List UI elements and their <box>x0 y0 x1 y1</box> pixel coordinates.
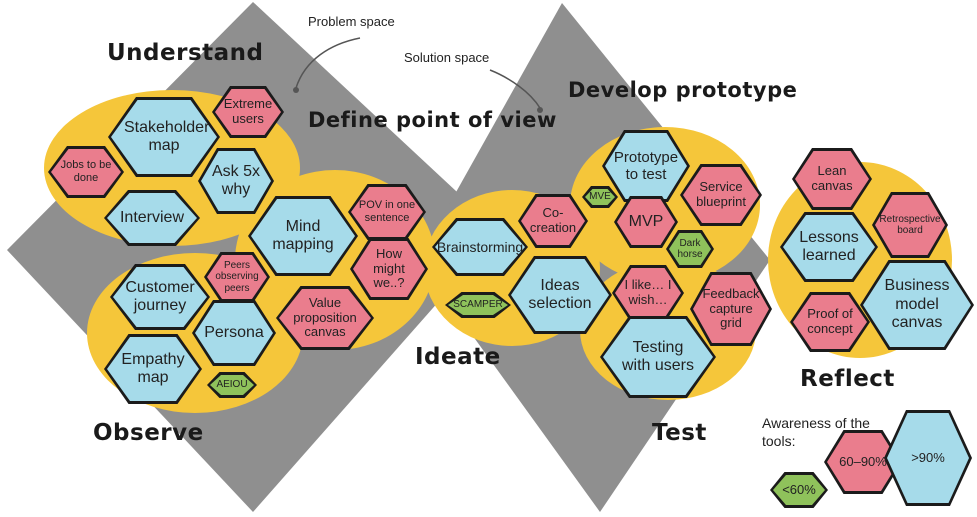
tool-scamper: SCAMPER <box>445 292 511 318</box>
phase-ideate: Ideate <box>415 344 501 370</box>
tool-mind-mapping: Mind mapping <box>248 196 358 276</box>
tool-feedback-grid: Feedback capture grid <box>690 272 772 346</box>
solution-space-pointer <box>489 69 541 109</box>
tool-peers-observing: Peers observing peers <box>204 252 270 302</box>
tool-lessons-learned: Lessons learned <box>780 212 878 282</box>
problem-space-pointer <box>295 37 361 89</box>
tool-jobs-to-be-done: Jobs to be done <box>48 146 124 198</box>
legend-title: Awareness of the tools: <box>762 415 870 450</box>
legend-high: >90% <box>884 410 972 506</box>
tool-dark-horse: Dark horse <box>666 230 714 268</box>
tool-co-creation: Co-creation <box>518 194 588 248</box>
phase-test: Test <box>652 420 707 446</box>
tool-prototype-to-test: Prototype to test <box>602 130 690 202</box>
tool-brainstorming: Brainstorming <box>432 218 528 276</box>
tool-business-model-canvas: Business model canvas <box>860 260 974 350</box>
legend-low: <60% <box>770 472 828 508</box>
phase-prototype: Develop prototype <box>568 78 798 102</box>
solution-space-label: Solution space <box>404 50 490 65</box>
tool-customer-journey: Customer journey <box>110 264 210 330</box>
tool-proof-of-concept: Proof of concept <box>790 292 870 352</box>
tool-service-blueprint: Service blueprint <box>680 164 762 226</box>
tool-ask-5x-why: Ask 5x why <box>198 148 274 214</box>
tool-mve: MVE <box>582 186 618 208</box>
tool-retrospective-board: Retrospective board <box>872 192 948 258</box>
tool-empathy-map: Empathy map <box>104 334 202 404</box>
phase-observe: Observe <box>93 420 204 446</box>
phase-reflect: Reflect <box>800 366 895 392</box>
tool-extreme-users: Extreme users <box>212 86 284 138</box>
tool-lean-canvas: Lean canvas <box>792 148 872 210</box>
tool-aeiou: AEIOU <box>207 372 257 398</box>
tool-i-like-i-wish: I like… I wish… <box>612 265 684 321</box>
tool-testing-with-users: Testing with users <box>600 316 716 398</box>
legend-mid: 60–90% <box>824 430 902 494</box>
phase-define: Define point of view <box>308 108 557 132</box>
problem-space-dot <box>293 87 299 93</box>
solution-space-dot <box>537 107 543 113</box>
phase-understand: Understand <box>107 40 264 66</box>
tool-value-proposition: Value proposition canvas <box>276 286 374 350</box>
tool-interview: Interview <box>104 190 200 246</box>
tool-how-might-we: How might we..? <box>350 238 428 300</box>
tool-persona: Persona <box>192 300 276 366</box>
tool-ideas-selection: Ideas selection <box>508 256 612 334</box>
problem-space-label: Problem space <box>308 14 395 29</box>
tool-stakeholder-map: Stakeholder map <box>108 97 220 177</box>
tool-pov-sentence: POV in one sentence <box>348 184 426 240</box>
tool-mvp: MVP <box>614 196 678 248</box>
